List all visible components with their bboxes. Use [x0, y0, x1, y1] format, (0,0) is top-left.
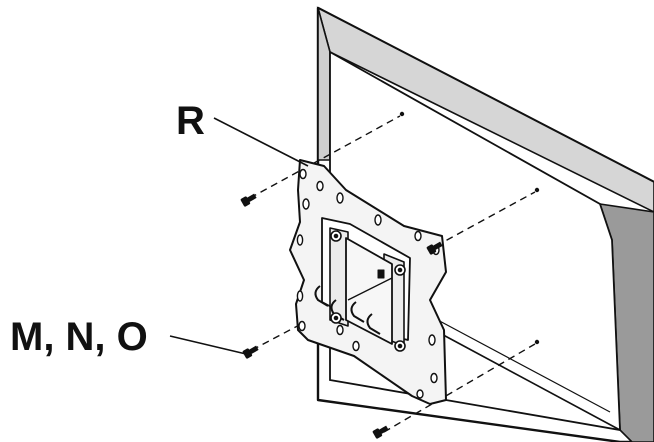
- screw-bottom-right: [372, 425, 389, 439]
- bracket-hook-left-upper: [314, 285, 329, 307]
- center-bracket: [314, 217, 411, 352]
- bolt-center-1: [333, 233, 339, 239]
- plate-slot-5: [296, 234, 304, 246]
- bolt-center-4: [397, 343, 403, 349]
- screw-bottom-left: [242, 345, 259, 359]
- bracket-hook-right-upper: [350, 301, 365, 323]
- callout-label-r: R: [176, 99, 205, 143]
- dash-line-top-left: [249, 115, 401, 199]
- plate-slot-2: [316, 180, 324, 192]
- tv-hole-top-right: [534, 187, 540, 193]
- screw-top-right-shaft: [432, 241, 443, 251]
- alignment-lines: [249, 115, 536, 433]
- plate-slot-10: [374, 214, 382, 226]
- dash-line-top-right: [435, 191, 536, 247]
- tv-frame-bottom-edge: [433, 329, 621, 431]
- screws: [240, 193, 443, 439]
- bracket-bolt-centers: [333, 233, 403, 349]
- plate-slot-13: [428, 334, 436, 346]
- mounting-plate-edge: [289, 189, 305, 331]
- plate-slot-7: [298, 320, 306, 332]
- plate-slot-4: [336, 192, 344, 204]
- plate-slot-6: [296, 290, 304, 302]
- plate-slot-9: [352, 340, 360, 352]
- tv-hole-top-left: [399, 111, 405, 117]
- leader-line-r: [213, 117, 309, 167]
- screw-bottom-right-shaft: [378, 425, 389, 435]
- plate-slot-11: [414, 230, 422, 242]
- plate-slot-14: [430, 372, 438, 384]
- plate-slot-1: [299, 168, 307, 180]
- bracket-center-screw: [377, 269, 385, 279]
- bolt-center-2: [397, 267, 403, 273]
- leader-line-mno: [169, 335, 247, 355]
- dash-line-bottom-left: [251, 321, 306, 351]
- screw-top-right: [426, 241, 443, 255]
- plate-slot-3: [302, 198, 310, 210]
- bracket-brace: [347, 277, 393, 301]
- dash-line-bottom-right: [383, 343, 536, 433]
- tv-frame-bottom-edge-2: [433, 317, 611, 413]
- screw-top-left-shaft: [246, 193, 257, 203]
- plate-slot-15: [416, 389, 424, 399]
- bracket-hook-right-lower: [366, 313, 381, 335]
- tv-hole-bottom-right: [534, 339, 540, 345]
- screw-bottom-left-shaft: [248, 345, 259, 355]
- callout-label-mno: M, N, O: [10, 315, 148, 359]
- tv-vesa-holes: [399, 111, 540, 345]
- screw-top-left: [240, 193, 257, 207]
- bolt-center-3: [333, 315, 339, 321]
- plate-slots: [296, 168, 440, 399]
- leader-lines: [169, 117, 309, 355]
- plate-slot-8: [336, 324, 344, 336]
